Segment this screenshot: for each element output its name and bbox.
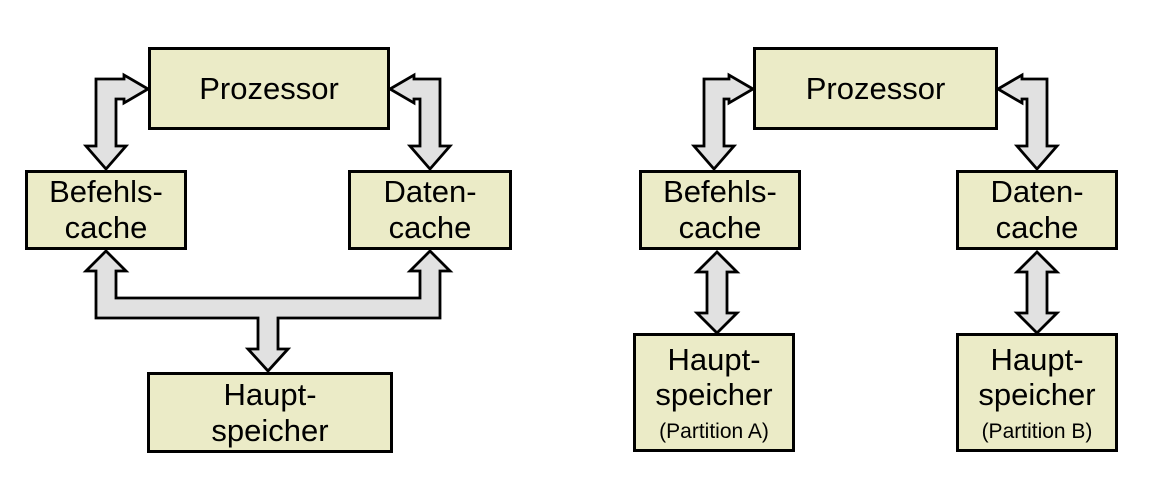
right-main-memory-b-label: Haupt- speicher [978, 341, 1096, 413]
right-main-memory-a-box: Haupt- speicher (Partition A) [633, 333, 795, 452]
left-instruction-cache-label: Befehls- cache [49, 174, 163, 245]
right-processor-label: Prozessor [805, 70, 946, 106]
right-main-memory-a-label: Haupt- speicher [655, 341, 773, 413]
left-processor-label: Prozessor [199, 70, 339, 106]
left-processor-box: Prozessor [148, 47, 390, 130]
right-data-cache-memory-arrow [1013, 250, 1061, 335]
right-processor-instruction-cache-arrow [690, 72, 756, 172]
right-data-cache-box: Daten- cache [956, 170, 1118, 250]
right-main-memory-a-partition-label: (Partition A) [659, 420, 769, 444]
left-processor-data-cache-arrow [387, 72, 454, 172]
right-instruction-cache-box: Befehls- cache [639, 170, 801, 250]
right-data-cache-label: Daten- cache [990, 174, 1084, 245]
right-instruction-cache-memory-arrow [693, 250, 741, 335]
left-instruction-cache-box: Befehls- cache [25, 170, 187, 250]
left-main-memory-box: Haupt- speicher [147, 372, 393, 453]
right-instruction-cache-label: Befehls- cache [663, 174, 777, 245]
right-main-memory-b-partition-label: (Partition B) [981, 420, 1093, 444]
right-main-memory-b-box: Haupt- speicher (Partition B) [956, 333, 1118, 452]
left-memory-caches-merge-arrow [82, 249, 454, 374]
right-processor-box: Prozessor [753, 47, 998, 130]
left-data-cache-label: Daten- cache [383, 174, 477, 245]
left-processor-instruction-cache-arrow [82, 72, 151, 172]
right-processor-data-cache-arrow [995, 72, 1061, 172]
left-data-cache-box: Daten- cache [348, 170, 512, 250]
left-main-memory-label: Haupt- speicher [211, 376, 329, 448]
